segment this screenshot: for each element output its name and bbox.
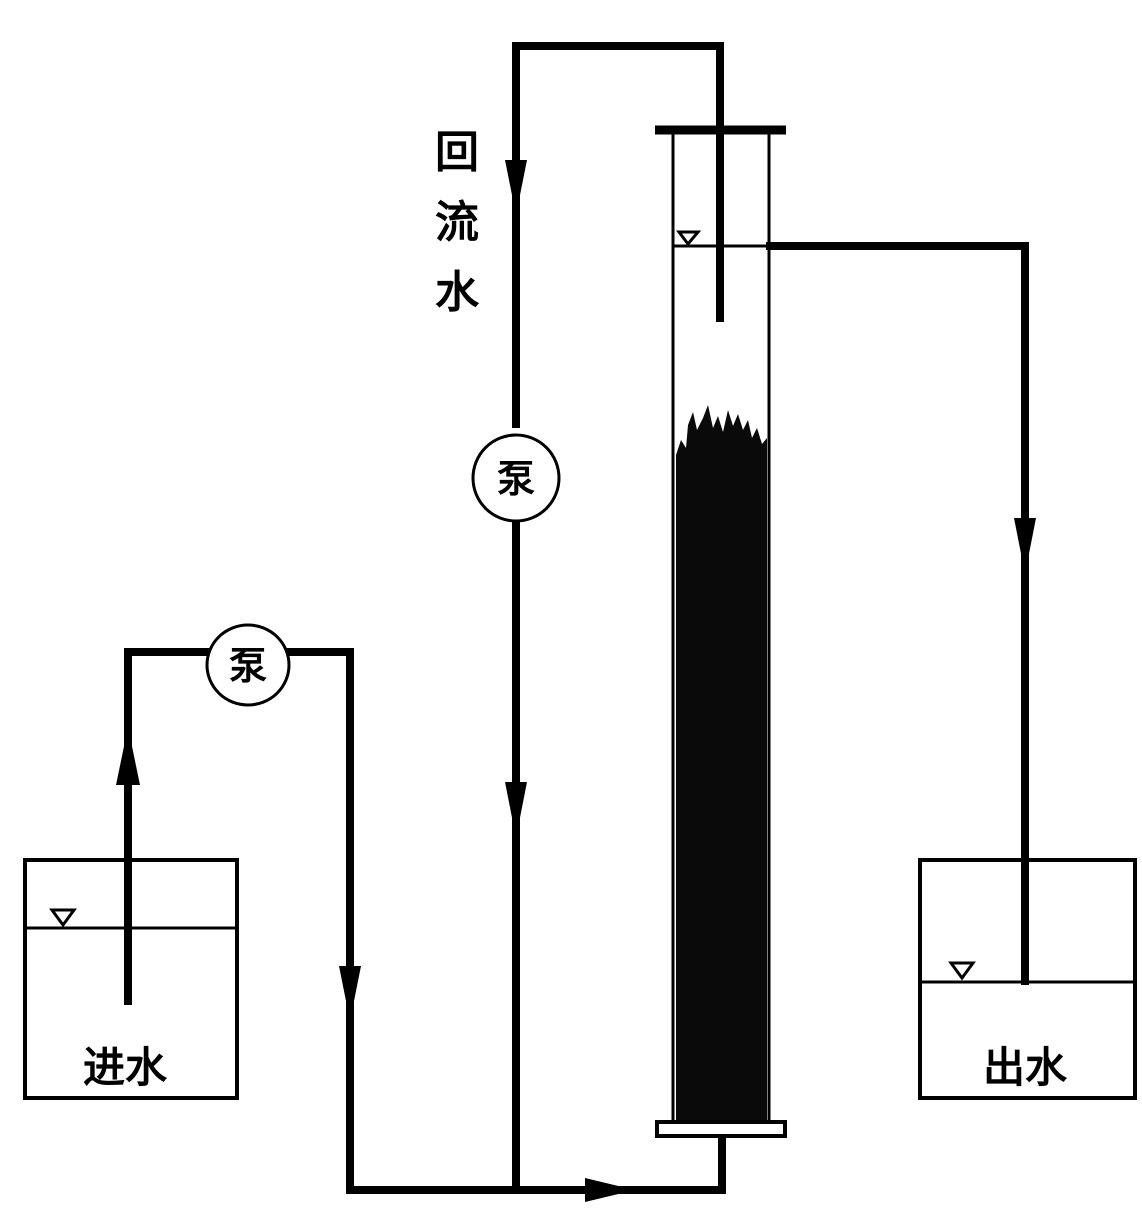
water-level-icon <box>676 230 702 247</box>
reactor-column <box>655 125 787 1138</box>
outlet-tank-label: 出水 <box>983 1043 1068 1092</box>
inlet-pipe <box>124 648 726 1194</box>
flow-arrow-icon <box>585 1178 635 1202</box>
recycle-pipe <box>512 42 724 1190</box>
water-level-icon <box>948 961 976 981</box>
flow-arrow-icon <box>505 160 527 215</box>
outlet-pipe <box>766 242 1029 985</box>
recycle-water-char-3: 水 <box>435 267 479 318</box>
flow-arrows <box>116 160 1036 1202</box>
inlet-tank-label: 进水 <box>83 1043 168 1092</box>
pump-left <box>205 623 291 707</box>
pump-left-label: 泵 <box>229 644 267 688</box>
recycle-water-char-2: 流 <box>435 197 479 248</box>
recycle-water-label: 回 流 水 <box>432 118 482 328</box>
flow-arrow-icon <box>339 966 361 1021</box>
pump-top-label: 泵 <box>497 457 535 501</box>
flow-arrow-icon <box>1014 518 1036 574</box>
pump-top <box>471 433 561 523</box>
flow-arrow-icon <box>505 782 527 838</box>
water-level-icon <box>49 908 77 928</box>
flow-arrow-icon <box>116 727 140 785</box>
recycle-water-char-1: 回 <box>435 127 479 178</box>
reactor-bottom-flange <box>655 1120 787 1138</box>
packed-media <box>676 405 767 1122</box>
